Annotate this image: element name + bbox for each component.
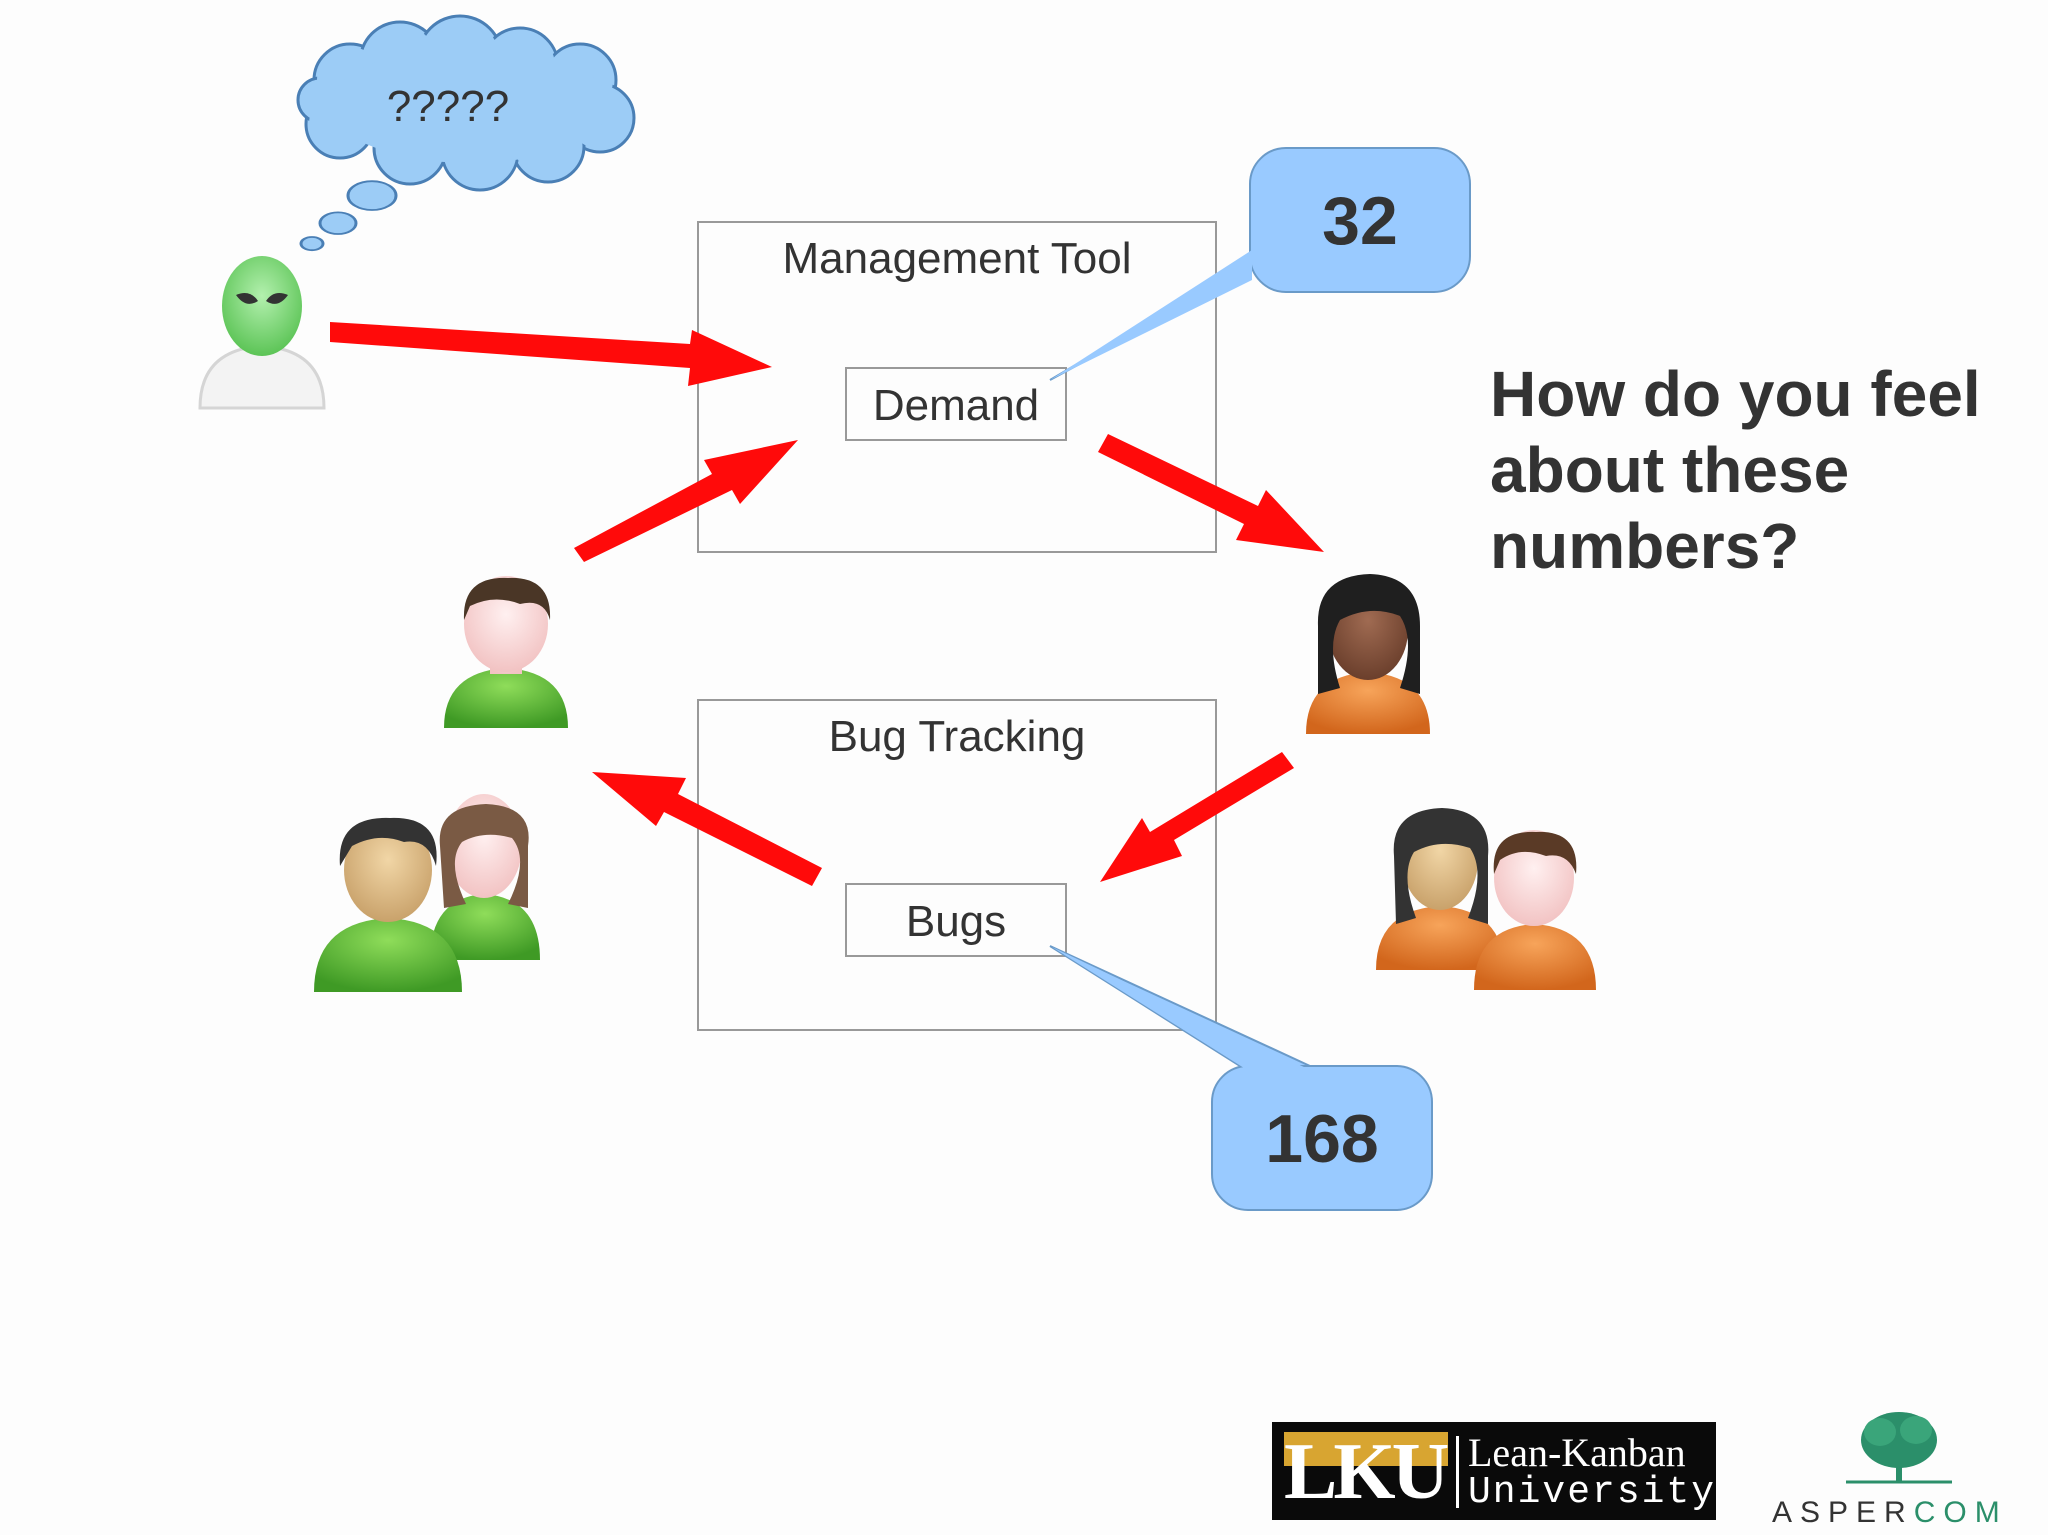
arrow-alien-to-demand bbox=[330, 322, 772, 386]
arrow-dev-to-demand bbox=[574, 440, 798, 562]
aspercom-suffix: COM bbox=[1913, 1496, 2008, 1529]
lku-separator bbox=[1456, 1436, 1459, 1508]
aspercom-logo: ASPERCOM bbox=[1772, 1496, 2008, 1530]
aspercom-prefix: ASPER bbox=[1772, 1496, 1914, 1529]
lku-mark: LKU bbox=[1284, 1428, 1449, 1516]
management-tool-title: Management Tool bbox=[782, 234, 1132, 283]
bug-count: 168 bbox=[1265, 1101, 1379, 1177]
tree-logo-icon bbox=[1846, 1412, 1952, 1484]
arrow-demand-to-tester bbox=[1098, 434, 1324, 552]
flow-arrows bbox=[330, 322, 1324, 886]
question-text: How do you feel about these numbers? bbox=[1490, 358, 1981, 582]
bug-tracking-title: Bug Tracking bbox=[828, 712, 1086, 761]
female-user-icon bbox=[1306, 574, 1430, 734]
tester-group-icon bbox=[1376, 808, 1596, 990]
demand-count: 32 bbox=[1322, 183, 1398, 259]
alien-user-icon bbox=[198, 256, 326, 410]
demand-box bbox=[845, 367, 1067, 441]
demand-callout bbox=[1049, 147, 1471, 381]
lku-line1: Lean-Kanban bbox=[1468, 1430, 1686, 1475]
demand-label: Demand bbox=[872, 381, 1040, 430]
bugs-label: Bugs bbox=[905, 897, 1007, 946]
arrow-bugs-to-dev bbox=[592, 772, 822, 886]
bugs-box bbox=[845, 883, 1067, 957]
lku-logo: LKU Lean-Kanban University bbox=[1272, 1422, 1716, 1520]
arrow-tester-to-bugs bbox=[1100, 752, 1294, 882]
user-group-icon bbox=[314, 794, 540, 992]
lku-gold-band bbox=[1284, 1432, 1448, 1466]
thought-text: ????? bbox=[386, 82, 510, 131]
lku-line2: University bbox=[1468, 1471, 1717, 1514]
bugs-callout bbox=[1049, 945, 1433, 1211]
thought-cloud-icon bbox=[296, 14, 636, 252]
male-user-icon bbox=[444, 576, 568, 728]
